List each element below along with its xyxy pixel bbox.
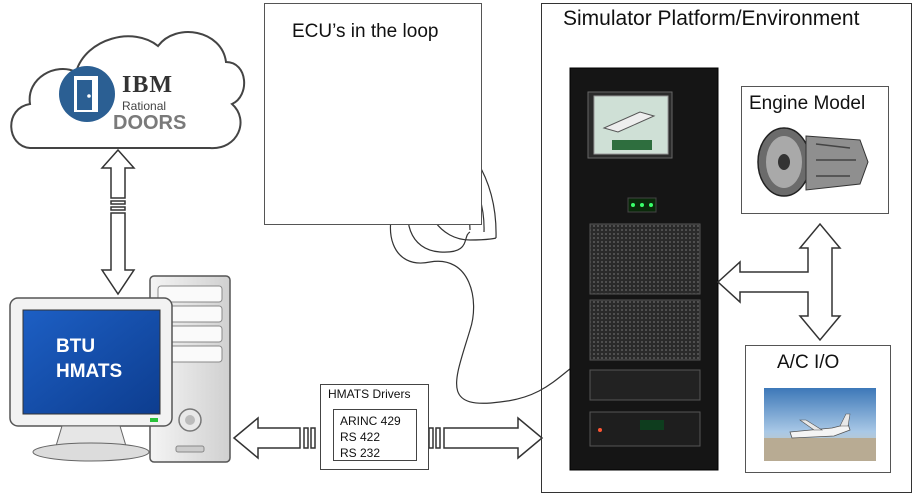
engine-panel <box>741 86 889 214</box>
doors-label: DOORS <box>113 112 187 134</box>
engine-illustration <box>752 118 878 204</box>
simulator-panel <box>541 3 912 493</box>
driver-item-rs422: RS 422 <box>340 430 381 444</box>
screen-label-btu: BTU <box>56 336 96 357</box>
drivers-list-box <box>333 409 417 461</box>
simulator-rack <box>569 67 719 471</box>
drivers-title: HMATS Drivers <box>328 387 411 401</box>
drivers-left-arrow <box>232 416 316 460</box>
pc-monitor <box>9 297 173 462</box>
doors-logo-icon <box>59 66 115 122</box>
drivers-panel <box>320 384 429 470</box>
cloud-workstation-arrow <box>100 148 136 296</box>
aircraft-io-title: A/C I/O <box>777 352 840 373</box>
drivers-right-arrow <box>428 416 544 460</box>
aircraft-io-panel <box>745 345 891 473</box>
aircraft-photo <box>764 388 876 461</box>
ibm-brand-label: IBM <box>122 72 173 98</box>
screen-label-hmats: HMATS <box>56 361 123 382</box>
ecu-panel-title: ECU’s in the loop <box>292 21 439 42</box>
simulator-title: Simulator Platform/Environment <box>563 7 860 30</box>
ecu-panel <box>264 3 482 225</box>
rack-io-arrows <box>716 222 842 342</box>
engine-title: Engine Model <box>749 93 866 114</box>
driver-item-arinc: ARINC 429 <box>340 414 401 428</box>
driver-item-rs232: RS 232 <box>340 446 381 460</box>
cloud-shape <box>10 31 246 150</box>
rational-label: Rational <box>122 99 167 113</box>
